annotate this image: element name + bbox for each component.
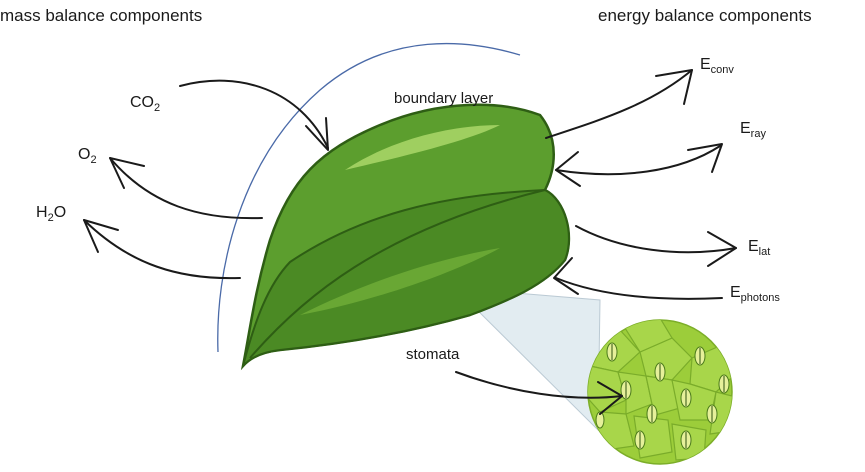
e-lat-label: Elat — [748, 238, 770, 256]
e-photons-arrow — [554, 258, 722, 299]
stomata-closeup — [584, 318, 740, 464]
o2-label: O2 — [78, 146, 97, 164]
e-ray-label: Eray — [740, 120, 766, 138]
e-lat-arrow — [576, 226, 736, 266]
h2o-arrow — [84, 220, 240, 278]
e-conv-label: Econv — [700, 56, 734, 74]
energy-balance-heading: energy balance components — [598, 6, 812, 26]
e-conv-arrow — [546, 70, 692, 138]
mass-balance-heading: mass balance components — [0, 6, 202, 26]
co2-label: CO2 — [130, 94, 160, 112]
co2-arrow — [180, 81, 328, 150]
e-ray-arrow — [556, 144, 722, 186]
boundary-layer-label: boundary layer — [394, 90, 493, 107]
h2o-label: H2O — [36, 204, 66, 222]
o2-arrow — [110, 158, 262, 218]
stomata-label: stomata — [406, 346, 459, 363]
e-photons-label: Ephotons — [730, 284, 780, 302]
